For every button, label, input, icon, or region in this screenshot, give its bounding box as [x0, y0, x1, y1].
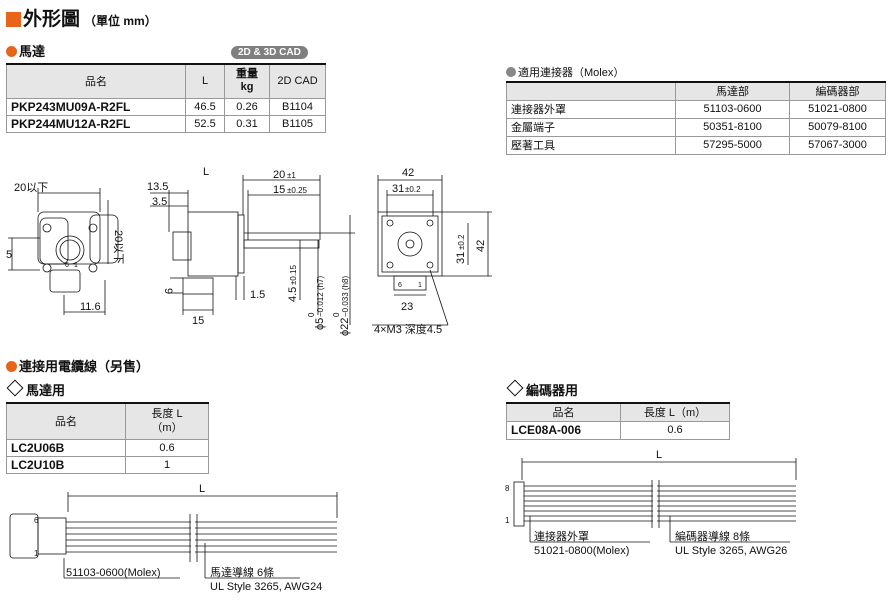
dim-label: 42 [402, 167, 414, 179]
front-view [372, 175, 492, 326]
orange-dot-icon [6, 46, 17, 57]
diamond-icon [506, 379, 524, 397]
motor-cable-drawing: L 6 1 51103-0600(Molex) 馬達導線 6條 UL Style… [9, 483, 338, 593]
table-row: 壓著工具 57295-5000 57067-3000 [506, 135, 886, 155]
gray-dot-icon [506, 67, 516, 77]
dim-label: 15 [192, 315, 204, 327]
dim-label: 20以下 [14, 182, 48, 194]
dim-label: ±0.2 [457, 234, 466, 250]
table-row: 金屬端子 50351-8100 50079-8100 [506, 117, 886, 137]
orange-square-icon [6, 12, 21, 27]
dim-label: 31 [392, 183, 404, 195]
dim-label: 4.5 [287, 287, 299, 302]
housing-label: 連接器外罩 [534, 529, 589, 543]
wire-spec: UL Style 3265, AWG26 [675, 545, 787, 557]
motor-heading: 馬達 [6, 41, 45, 60]
dim-label: ±0.25 [287, 186, 308, 195]
dim-label: ϕ5 [314, 318, 326, 330]
dim-label: 20 [273, 169, 285, 181]
page-title: 外形圖（單位 mm） [6, 4, 157, 31]
dim-label: 13.5 [147, 181, 168, 193]
housing-part: 51021-0800(Molex) [534, 545, 629, 557]
dim-label: 6 [34, 516, 39, 525]
dim-label: ±1 [287, 171, 296, 180]
dim-label: 5 [6, 249, 12, 261]
dimension-drawing: 20以下 20以下 5 11.6 6 1 L 20 ±1 15 ±0.25 13… [6, 166, 492, 336]
dim-label: 31 [455, 252, 467, 264]
table-row: PKP243MU09A-R2FL 46.5 0.26 B1104 [6, 97, 326, 116]
dim-label: L [656, 449, 662, 461]
encoder-cable-table: 品名 長度 L（m） LCE08A-006 0.6 [506, 402, 730, 440]
cad-link[interactable]: B1105 [269, 114, 326, 133]
dim-label: 1 [34, 549, 39, 558]
cad-badge[interactable]: 2D & 3D CAD [231, 42, 308, 60]
dim-label: −0.012 (h7) [316, 276, 325, 317]
dim-label: ±0.2 [405, 185, 421, 194]
dim-label: 23 [401, 301, 413, 313]
dim-label: 6 [398, 282, 402, 289]
dim-label: 1 [74, 262, 78, 269]
table-row: LCE08A-006 0.6 [506, 420, 730, 440]
dim-label: 1.5 [250, 289, 265, 301]
dim-label: 3.5 [152, 196, 167, 208]
col-name: 品名 [6, 63, 186, 99]
motor-cable-table: 品名 長度 L （m） LC2U06B 0.6 LC2U10B 1 [6, 402, 209, 474]
wire-label: 編碼器導線 8條 [675, 529, 750, 543]
side-view [150, 175, 355, 325]
dim-label: 42 [475, 240, 487, 252]
wire-label: 馬達導線 6條 [210, 565, 274, 579]
table-row: PKP244MU12A-R2FL 52.5 0.31 B1105 [6, 114, 326, 133]
dim-label: 1 [418, 282, 422, 289]
table-row: 連接器外罩 51103-0600 51021-0800 [506, 99, 886, 119]
dim-label: 6 [65, 262, 69, 269]
orange-dot-icon [6, 361, 17, 372]
dim-label: 11.6 [80, 301, 101, 313]
encoder-cable-drawing: L 8 1 連接器外罩 51021-0800(Molex) 編碼器導線 8條 U… [505, 449, 797, 557]
dim-label: 4×M3 深度4.5 [374, 322, 442, 336]
dim-label: L [203, 166, 209, 178]
dim-label: −0.033 (h8) [341, 276, 350, 317]
diamond-icon [6, 379, 24, 397]
cable-heading: 連接用電纜線（另售） [6, 356, 149, 375]
wire-spec: UL Style 3265, AWG24 [210, 581, 322, 593]
table-row: LC2U10B 1 [6, 455, 209, 474]
dim-label: ±0.15 [289, 264, 298, 285]
col-cad: 2D CAD [269, 63, 326, 99]
dim-label: ϕ22 [339, 318, 351, 336]
table-row: LC2U06B 0.6 [6, 438, 209, 457]
dim-label: 20以下 [112, 230, 124, 264]
col-weight: 重量 kg [224, 63, 270, 99]
motor-table: 品名 L 重量 kg 2D CAD PKP243MU09A-R2FL 46.5 … [6, 63, 326, 133]
connector-heading: 適用連接器（Molex） [506, 64, 624, 80]
cad-link[interactable]: B1104 [269, 97, 326, 116]
dim-label: 1 [505, 516, 510, 525]
unit-note: （單位 mm） [84, 14, 157, 28]
housing-label: 51103-0600(Molex) [66, 567, 161, 579]
dim-label: 8 [505, 484, 510, 493]
dim-label: 0 [332, 312, 341, 317]
dim-label: 9 [162, 288, 174, 294]
dim-label: L [199, 483, 205, 495]
connector-view [8, 188, 119, 315]
dim-label: 0 [307, 312, 316, 317]
connector-table: 馬達部 編碼器部 連接器外罩 51103-0600 51021-0800 金屬端… [506, 81, 886, 155]
motor-cable-subheading: 馬達用 [6, 379, 65, 399]
col-l: L [185, 63, 225, 99]
encoder-cable-subheading: 編碼器用 [506, 379, 578, 399]
dim-label: 15 [273, 184, 285, 196]
